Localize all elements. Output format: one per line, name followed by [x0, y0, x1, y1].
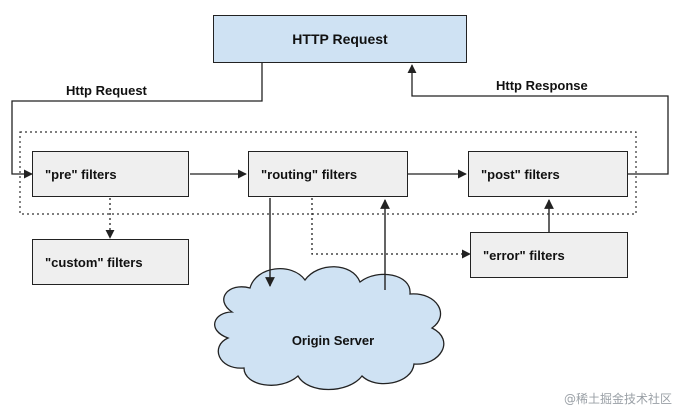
http-response-edge-label: Http Response [496, 78, 588, 93]
routing-to-error-arrow [311, 198, 471, 259]
custom-filters-box: "custom" filters [32, 239, 189, 285]
filter-chain-container [19, 131, 637, 215]
error-filters-label: "error" filters [483, 247, 565, 263]
custom-filters-label: "custom" filters [45, 254, 143, 270]
http-response-edge [407, 64, 669, 175]
origin-server-label: Origin Server [291, 333, 375, 348]
post-filters-label: "post" filters [481, 166, 560, 182]
watermark: @稀土掘金技术社区 [563, 392, 672, 406]
routing-filters-label: "routing" filters [261, 166, 358, 182]
http-request-client-box: HTTP Request [213, 15, 467, 63]
routing-filters-box: "routing" filters [248, 151, 408, 197]
error-filters-box: "error" filters [470, 232, 628, 278]
http-request-edge-label: Http Request [66, 83, 147, 98]
pre-filters-label: "pre" filters [45, 166, 117, 182]
post-filters-box: "post" filters [468, 151, 628, 197]
origin-server-cloud [214, 266, 445, 391]
http-request-edge [11, 63, 263, 179]
http-request-client-label: HTTP Request [292, 31, 388, 47]
pre-filters-box: "pre" filters [32, 151, 189, 197]
